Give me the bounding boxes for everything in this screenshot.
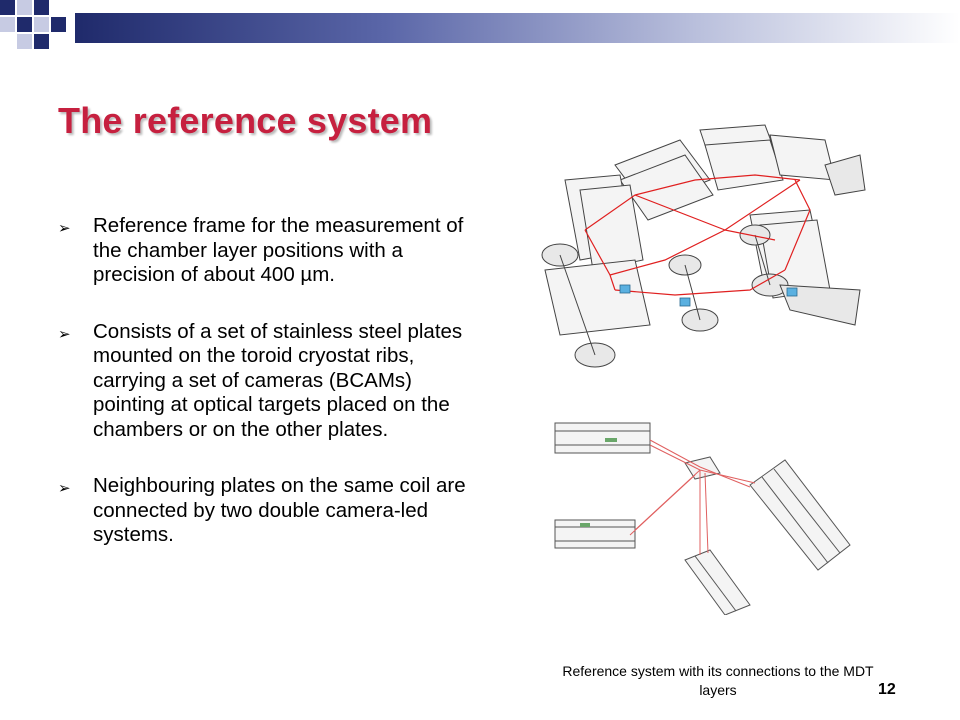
reference-system-3d-drawing [541,124,866,368]
bullet-list: ➢ Reference frame for the measurement of… [58,214,473,580]
bullet-item: ➢ Neighbouring plates on the same coil a… [58,474,473,548]
arrow-bullet-icon: ➢ [58,325,71,343]
bullet-item: ➢ Reference frame for the measurement of… [58,214,473,288]
bullet-item: ➢ Consists of a set of stainless steel p… [58,320,473,443]
arrow-bullet-icon: ➢ [58,220,71,237]
header-squares-decoration [0,0,66,49]
bullet-text: Reference frame for the measurement of t… [93,214,464,286]
arrow-bullet-icon: ➢ [58,480,71,497]
slide-title: The reference system [58,100,433,141]
mdt-connections-schematic [554,422,851,615]
bullet-text: Consists of a set of stainless steel pla… [93,319,463,441]
page-number: 12 [878,681,896,698]
figure-caption: Reference system with its connections to… [562,663,874,698]
header-gradient-bar [75,13,960,43]
bullet-text: Neighbouring plates on the same coil are… [93,474,466,546]
